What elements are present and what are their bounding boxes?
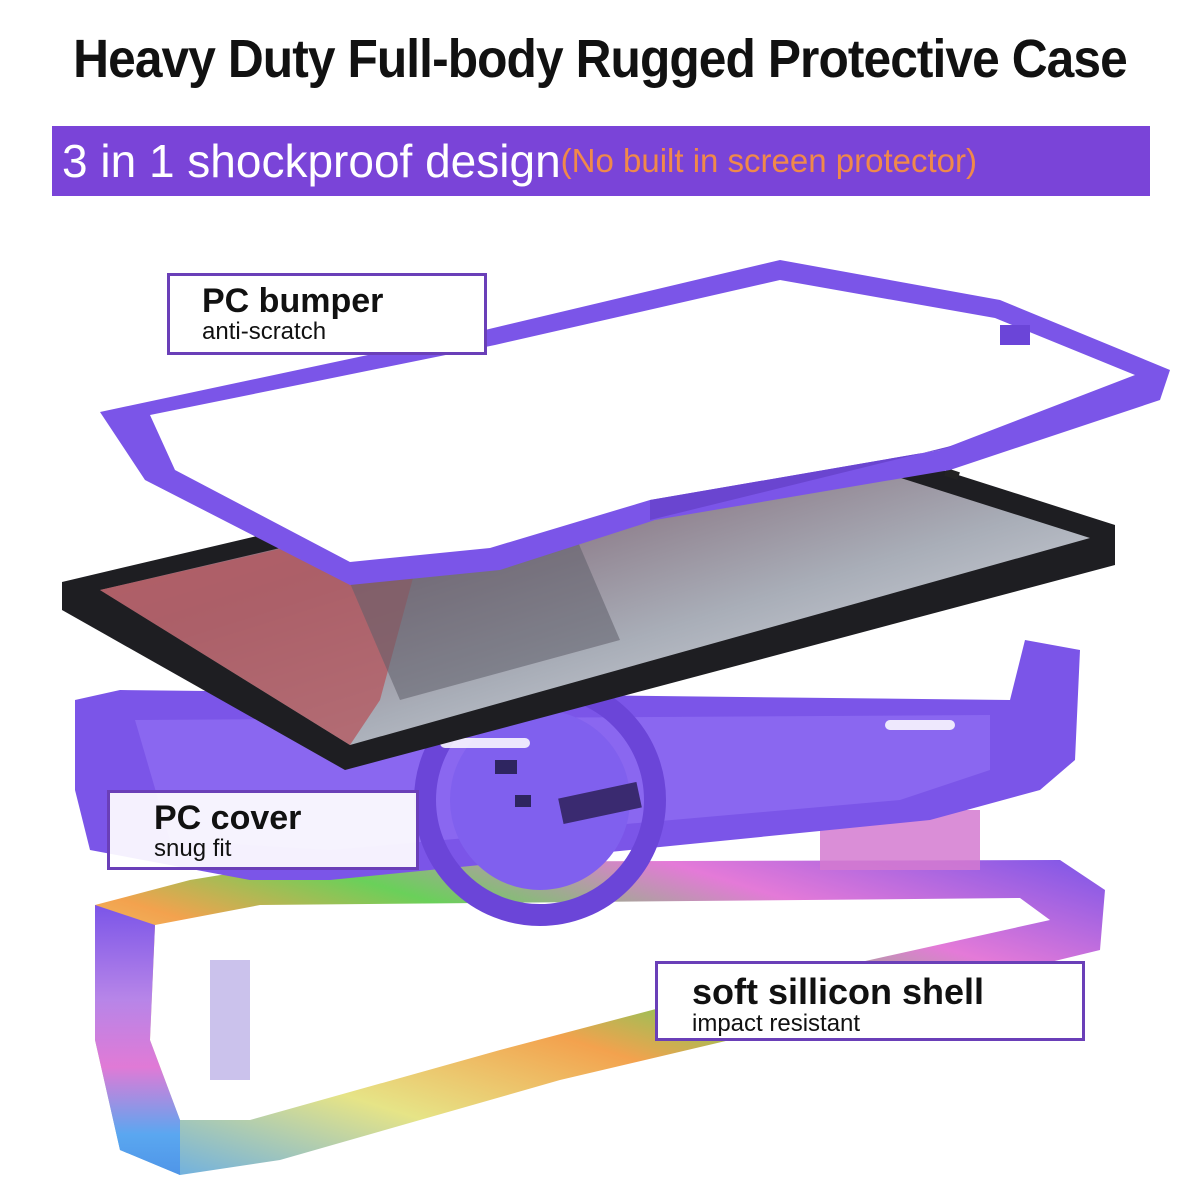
pc-bumper-title: PC bumper	[202, 282, 384, 320]
silicone-shell-subtitle: impact resistant	[692, 1010, 861, 1037]
silicone-shell-label: soft sillicon shell impact resistant	[655, 961, 1085, 1041]
feature-banner: 3 in 1 shockproof design (No built in sc…	[52, 126, 1150, 196]
banner-main-text: 3 in 1 shockproof design	[62, 135, 561, 187]
silicone-shell-title: soft sillicon shell	[692, 971, 985, 1012]
pc-cover-label: PC cover snug fit	[107, 790, 419, 870]
pc-bumper-subtitle: anti-scratch	[202, 318, 327, 345]
pc-cover-title: PC cover	[154, 799, 302, 837]
banner-note-text: (No built in screen protector)	[560, 142, 977, 179]
page-title: Heavy Duty Full-body Rugged Protective C…	[73, 29, 1128, 89]
product-illustration	[62, 260, 1170, 1175]
pc-bumper-image	[100, 260, 1170, 585]
pc-bumper-label: PC bumper anti-scratch	[167, 273, 487, 355]
pc-cover-subtitle: snug fit	[154, 835, 232, 862]
